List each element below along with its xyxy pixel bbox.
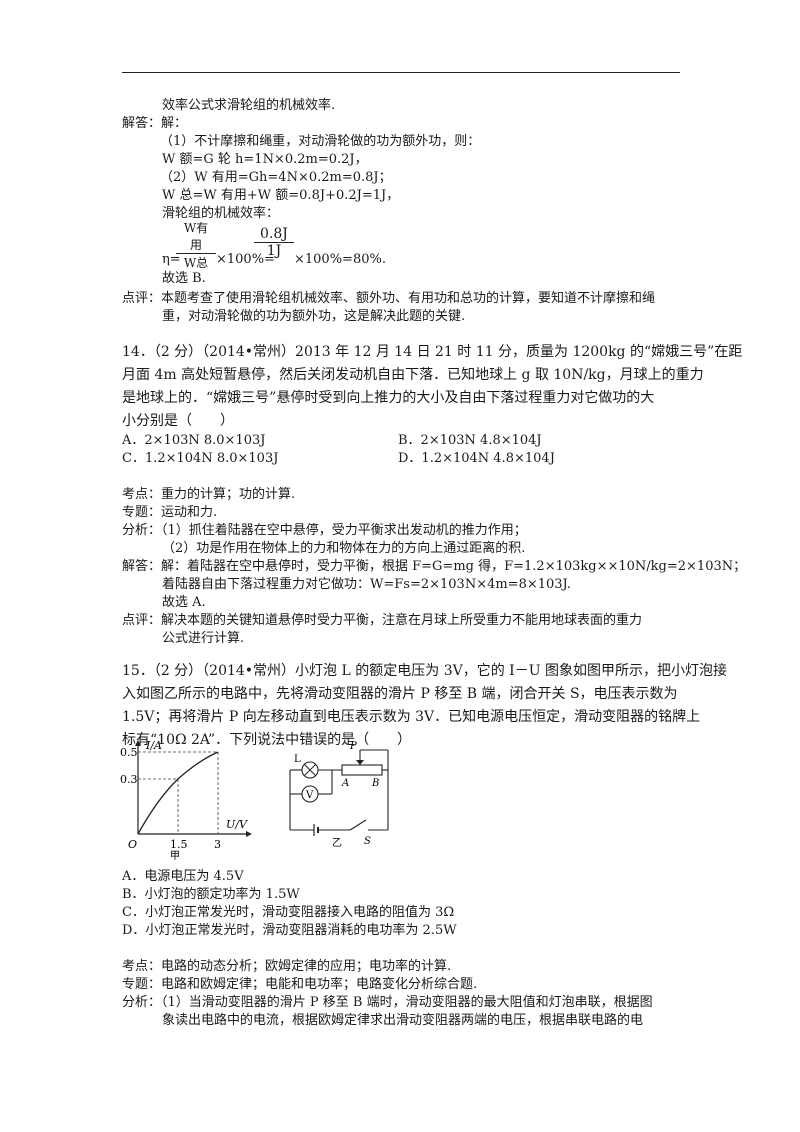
rheostat-end-b: B [371, 778, 379, 789]
q14-line-2: 月面 4m 高处短暂悬停，然后关闭发动机自由下落．已知地球上 g 取 10N/k… [122, 367, 704, 383]
q14-comment-2: 公式进行计算. [162, 631, 245, 646]
fraction-denominator: W总 [183, 256, 209, 270]
prev-choice: 故选 B. [162, 271, 206, 286]
q14-line-3: 是地球上的．“嫦娥三号”悬停时受到向上推力的大小及自由下落过程重力对它做功的大 [122, 390, 655, 406]
q14-zhuanti: 专题：运动和力. [122, 505, 218, 520]
voltmeter-label: V [305, 790, 314, 801]
q14-line-1: 14．（2 分）（2014•常州）2013 年 12 月 14 日 21 时 1… [122, 344, 743, 360]
q14-fenxi-1: 分析：（1）抓住着陆器在空中悬停，受力平衡求出发动机的推力作用； [122, 523, 527, 538]
lamp-label: L [294, 754, 301, 765]
q14-fenxi-2: （2）功是作用在物体上的力和物体在力的方向上通过距离的积. [162, 541, 526, 556]
prev-line-6: W 总=W 有用+W 额=0.8J+0.2J=1J， [162, 188, 400, 203]
q15-fenxi-1: 分析：（1）当滑动变阻器的滑片 P 移至 B 端时，滑动变阻器的最大阻值和灯泡串… [122, 995, 653, 1010]
fraction-value-denominator: 1J [266, 243, 282, 259]
eta-result: ×100%=80%. [294, 252, 386, 267]
q14-option-b: B．2×103N 4.8×104J [398, 433, 542, 448]
q15-line-3: 1.5V；再将滑片 P 向左移动直到电压表示数为 3V．已知电源电压恒定，滑动变… [122, 709, 701, 725]
prev-line-4: W 额=G 轮 h=1N×0.2m=0.2J， [162, 152, 368, 167]
q15-option-a: A．电源电压为 4.5V [122, 869, 244, 884]
rheostat-end-a: A [341, 778, 349, 789]
eta-prefix: η= [162, 252, 181, 267]
lamp-cross-2 [303, 763, 317, 777]
q15-line-2: 入如图乙所示的电路中，先将滑动变阻器的滑片 P 移至 B 端，闭合开关 S，电压… [122, 686, 678, 702]
q14-jieda-2: 着陆器自由下落过程重力对它做功：W=Fs=2×103N×4m=8×103J. [162, 577, 571, 592]
prev-line-7: 滑轮组的机械效率： [162, 206, 280, 221]
prev-comment-1: 点评：本题考查了使用滑轮组机械效率、额外功、有用功和总功的计算，要知道不计摩擦和… [122, 291, 656, 306]
y-tick-0.5: 0.5 [120, 746, 138, 759]
slider-arrow-icon [356, 760, 364, 765]
iu-curve [137, 751, 219, 835]
figure-jia-caption: 甲 [170, 851, 180, 860]
fraction-numerator: W有用 [176, 219, 216, 254]
prev-jieda-label: 解答：解： [122, 116, 188, 131]
x-tick-1.5: 1.5 [170, 838, 188, 851]
header-rule [122, 72, 680, 73]
y-axis-arrow [135, 740, 141, 746]
prev-comment-2: 重，对动滑轮做的功为额外功，这是解决此题的关键. [162, 309, 466, 324]
x-axis-arrow [246, 831, 252, 837]
origin-label: O [128, 838, 137, 851]
y-tick-0.3: 0.3 [120, 773, 138, 786]
q14-option-d: D．1.2×104N 4.8×104J [398, 451, 555, 466]
slider-label: P [349, 741, 357, 752]
switch-label: S [364, 836, 371, 847]
q14-choice: 故选 A. [162, 595, 206, 610]
q15-line-1: 15．（2 分）（2014•常州）小灯泡 L 的额定电压为 3V，它的 I－U … [122, 663, 727, 679]
q15-zhuanti: 专题：电路和欧姆定律；电能和电功率；电路变化分析综合题. [122, 977, 478, 992]
x-tick-3: 3 [214, 838, 221, 851]
q14-line-4: 小分别是（ ） [122, 413, 234, 429]
prev-line-1: 效率公式求滑轮组的机械效率. [162, 98, 336, 113]
figure-jia-iu-graph: I/A U/V 0.5 0.3 O 1.5 3 甲 [120, 740, 252, 860]
q15-line-4: 标有“10Ω 2A”．下列说法中错误的是（ ） [122, 732, 412, 748]
q14-option-c: C．1.2×104N 8.0×103J [122, 451, 279, 466]
rheostat-icon [341, 764, 383, 776]
fraction-value-numerator: 0.8J [254, 226, 294, 243]
prev-line-5: （2）W 有用=Gh=4N×0.2m=0.8J； [160, 170, 392, 185]
q15-kaodian: 考点：电路的动态分析；欧姆定律的应用；电功率的计算. [122, 959, 452, 974]
eta-mid: ×100%= [216, 252, 275, 267]
switch-icon [349, 819, 367, 831]
fraction-values: 0.8J 1J [254, 226, 294, 259]
figure-yi-circuit: L P A B V S 乙 [289, 741, 389, 849]
q15-option-c: C．小灯泡正常发光时，滑动变阻器接入电路的阻值为 3Ω [122, 905, 455, 920]
q15-option-d: D．小灯泡正常发光时，滑动变阻器消耗的电功率为 2.5W [122, 923, 457, 938]
q15-fenxi-2: 象读出电路中的电流，根据欧姆定律求出滑动变阻器两端的电压，根据串联电路的电 [162, 1013, 644, 1028]
prev-line-3: （1）不计摩擦和绳重，对动滑轮做的功为额外功，则： [160, 134, 481, 149]
y-axis-label: I/A [145, 740, 162, 752]
q15-option-b: B．小灯泡的额定功率为 1.5W [122, 887, 300, 902]
q14-jieda-1: 解答：解：着陆器在空中悬停时，受力平衡，根据 F=G=mg 得，F=1.2×10… [122, 559, 747, 574]
fraction-useful-over-total: W有用 W总 [176, 219, 216, 271]
q14-option-a: A．2×103N 8.0×103J [122, 433, 266, 448]
figure-yi-caption: 乙 [332, 837, 342, 849]
q14-kaodian: 考点：重力的计算；功的计算. [122, 487, 296, 502]
x-axis-label: U/V [226, 818, 248, 831]
q14-comment-1: 点评：解决本题的关键知道悬停时受力平衡，注意在月球上所受重力不能用地球表面的重力 [122, 613, 643, 628]
